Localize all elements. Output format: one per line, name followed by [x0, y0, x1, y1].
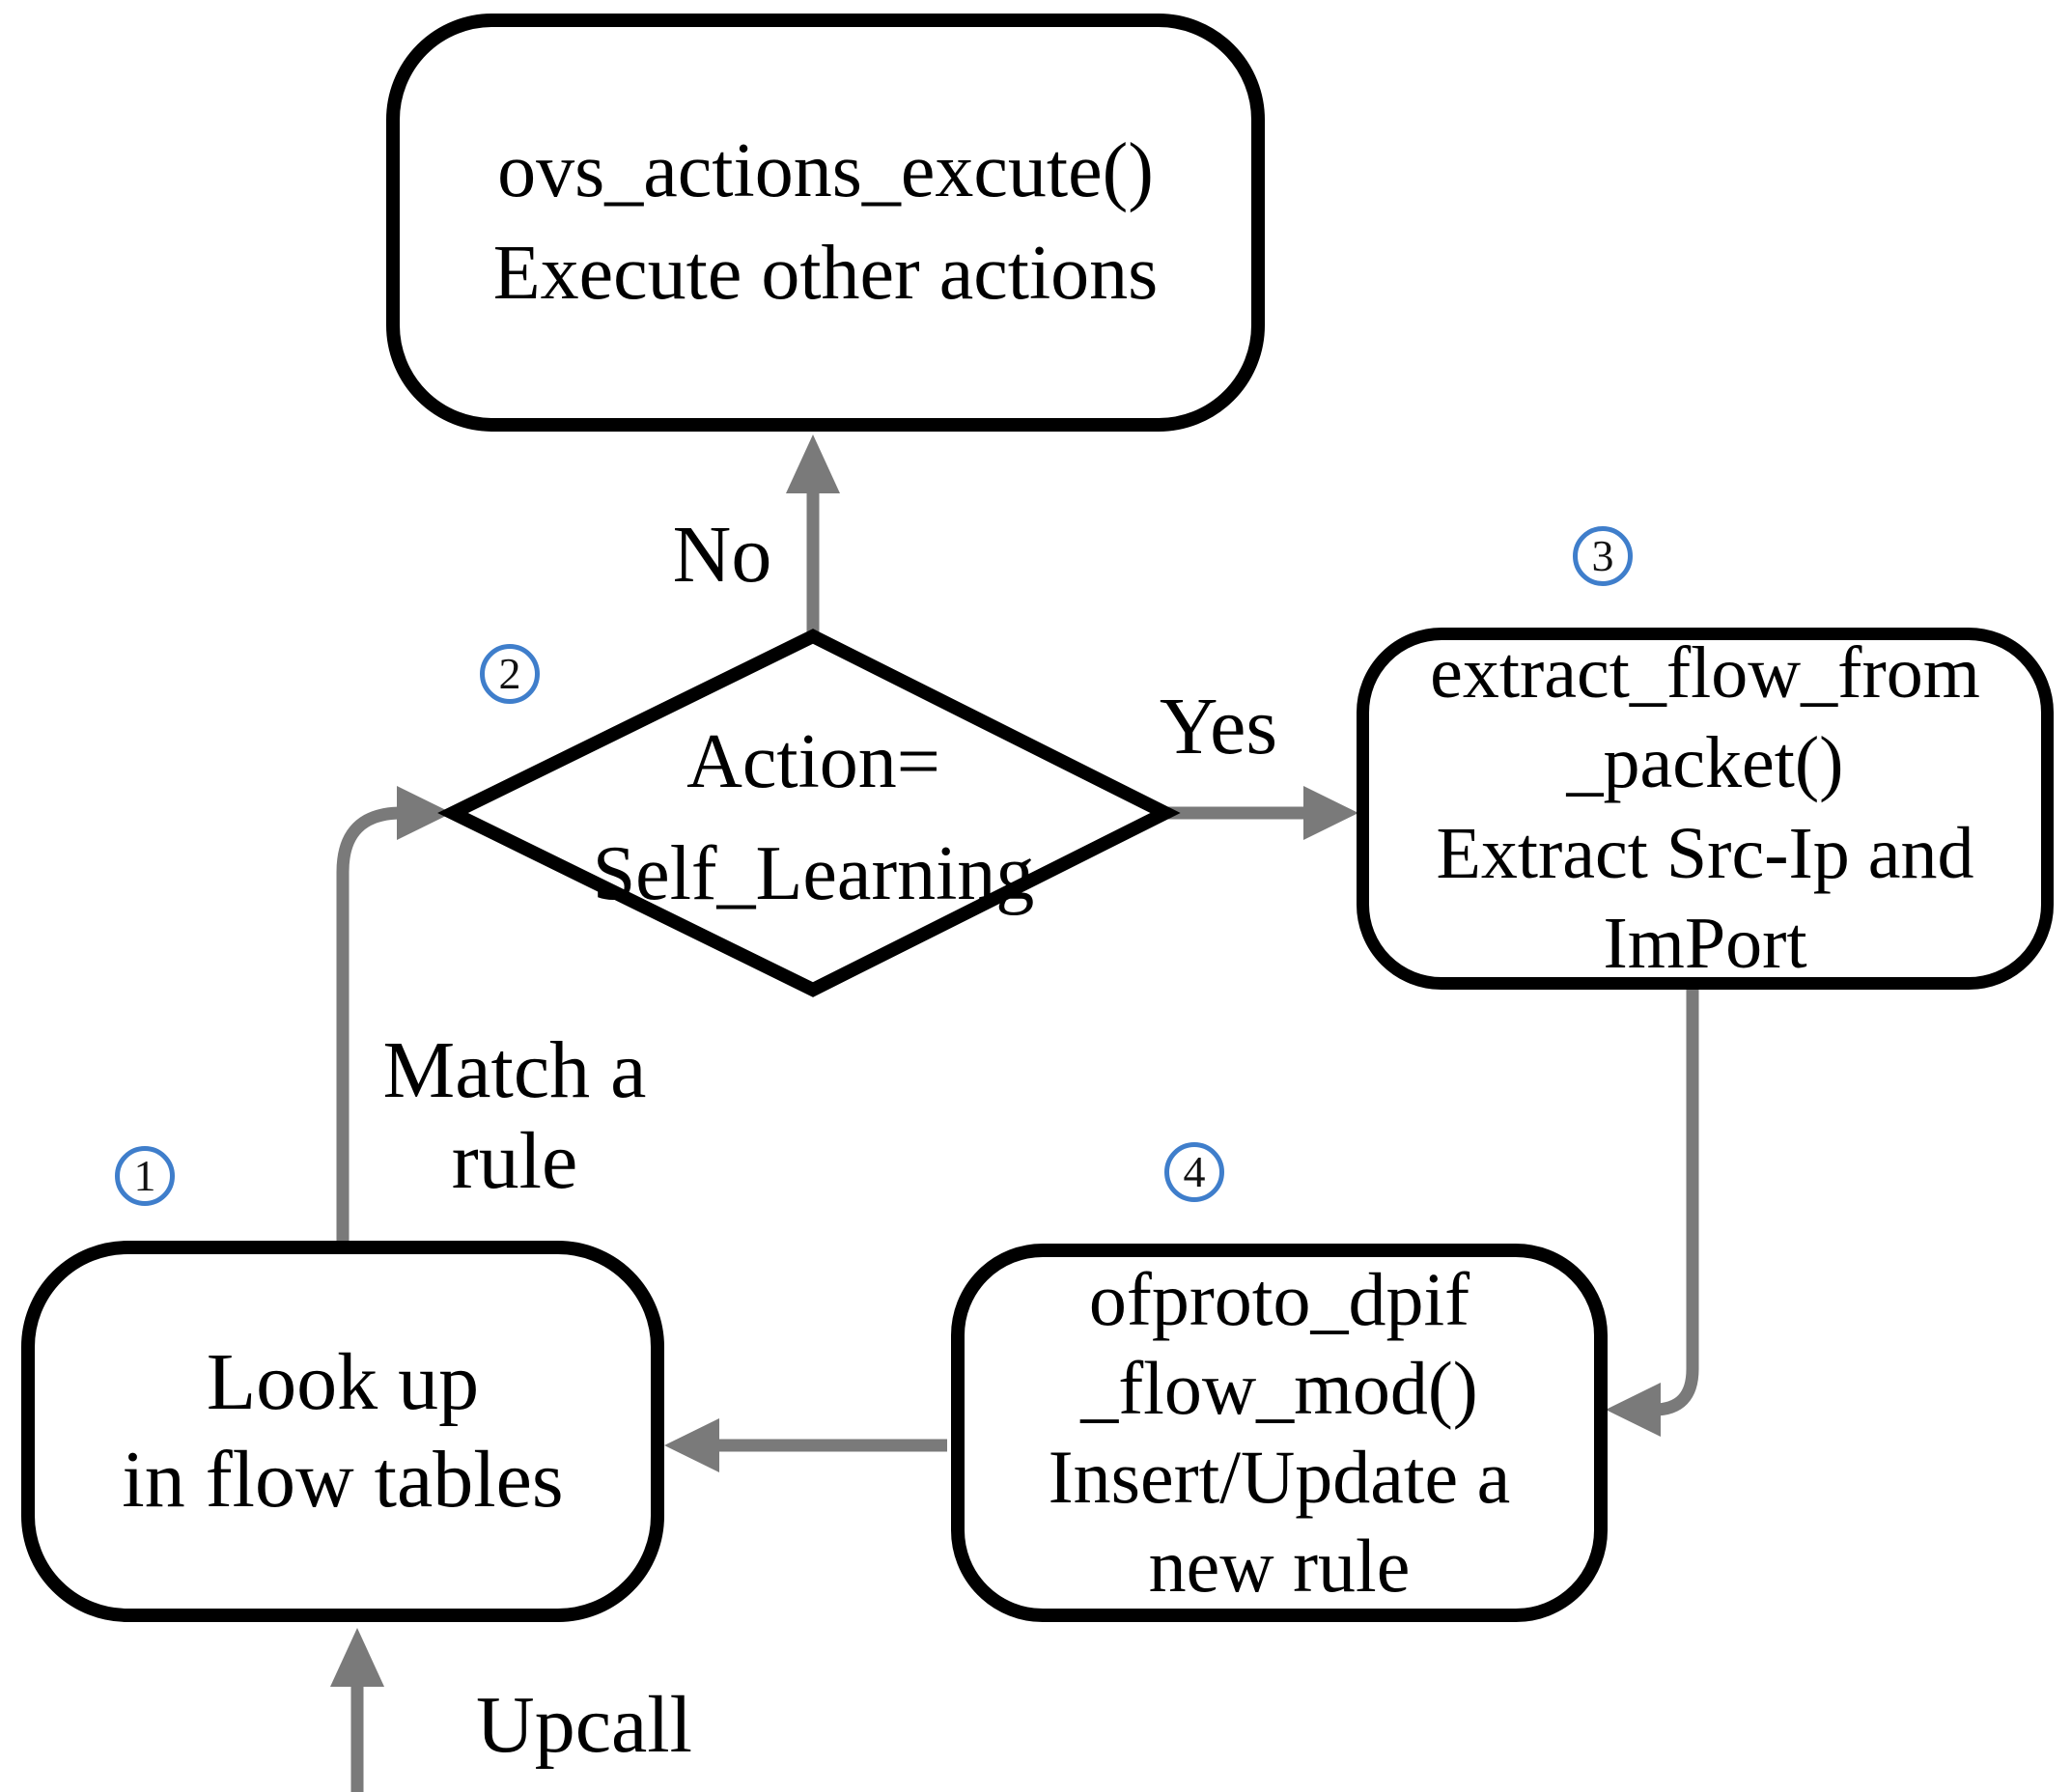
node-extract-label: extract_flow_from _packet() Extract Src-…	[1430, 631, 1980, 984]
step-badge-2-digit: 2	[498, 649, 521, 698]
step-badge-3-digit: 3	[1591, 531, 1614, 580]
no-arrow-head	[786, 434, 840, 493]
decision-diamond	[437, 629, 1181, 997]
node-extract-flow: extract_flow_from _packet() Extract Src-…	[1357, 628, 2054, 990]
extract-to-flowmod-line	[1653, 973, 1699, 1416]
step-badge-1-digit: 1	[133, 1151, 156, 1200]
edge-label-upcall: Upcall	[476, 1680, 692, 1770]
yes-arrow-head	[1303, 786, 1358, 840]
match-arrow-line	[336, 806, 403, 1243]
match-arrow-head	[397, 786, 452, 840]
node-execute-actions: ovs_actions_excute() Execute other actio…	[386, 14, 1265, 432]
node-flow-mod: ofproto_dpif _flow_mod() Insert/Update a…	[951, 1244, 1608, 1622]
node-lookup-label: Look up in flow tables	[122, 1336, 564, 1525]
edge-label-yes: Yes	[1159, 682, 1278, 771]
node-execute-label: ovs_actions_excute() Execute other actio…	[492, 127, 1159, 316]
decision-label-text: Action= Self_Learning	[592, 719, 1035, 916]
extract-to-flowmod-head	[1606, 1383, 1661, 1437]
step-badge-3: 3	[1573, 526, 1633, 586]
node-flowmod-label: ofproto_dpif _flow_mod() Insert/Update a…	[1048, 1256, 1511, 1609]
upcall-arrow-head	[330, 1628, 384, 1687]
edge-label-no: No	[672, 510, 772, 600]
edge-label-match-rule: Match a rule	[382, 1025, 647, 1207]
step-badge-4: 4	[1164, 1142, 1224, 1202]
flowmod-to-lookup-head	[664, 1418, 719, 1472]
step-badge-2: 2	[480, 644, 540, 704]
step-badge-4-digit: 4	[1183, 1147, 1206, 1196]
decision-label: Action= Self_Learning	[463, 703, 1163, 933]
step-badge-1: 1	[115, 1146, 175, 1206]
node-lookup-flow-tables: Look up in flow tables	[21, 1241, 664, 1622]
